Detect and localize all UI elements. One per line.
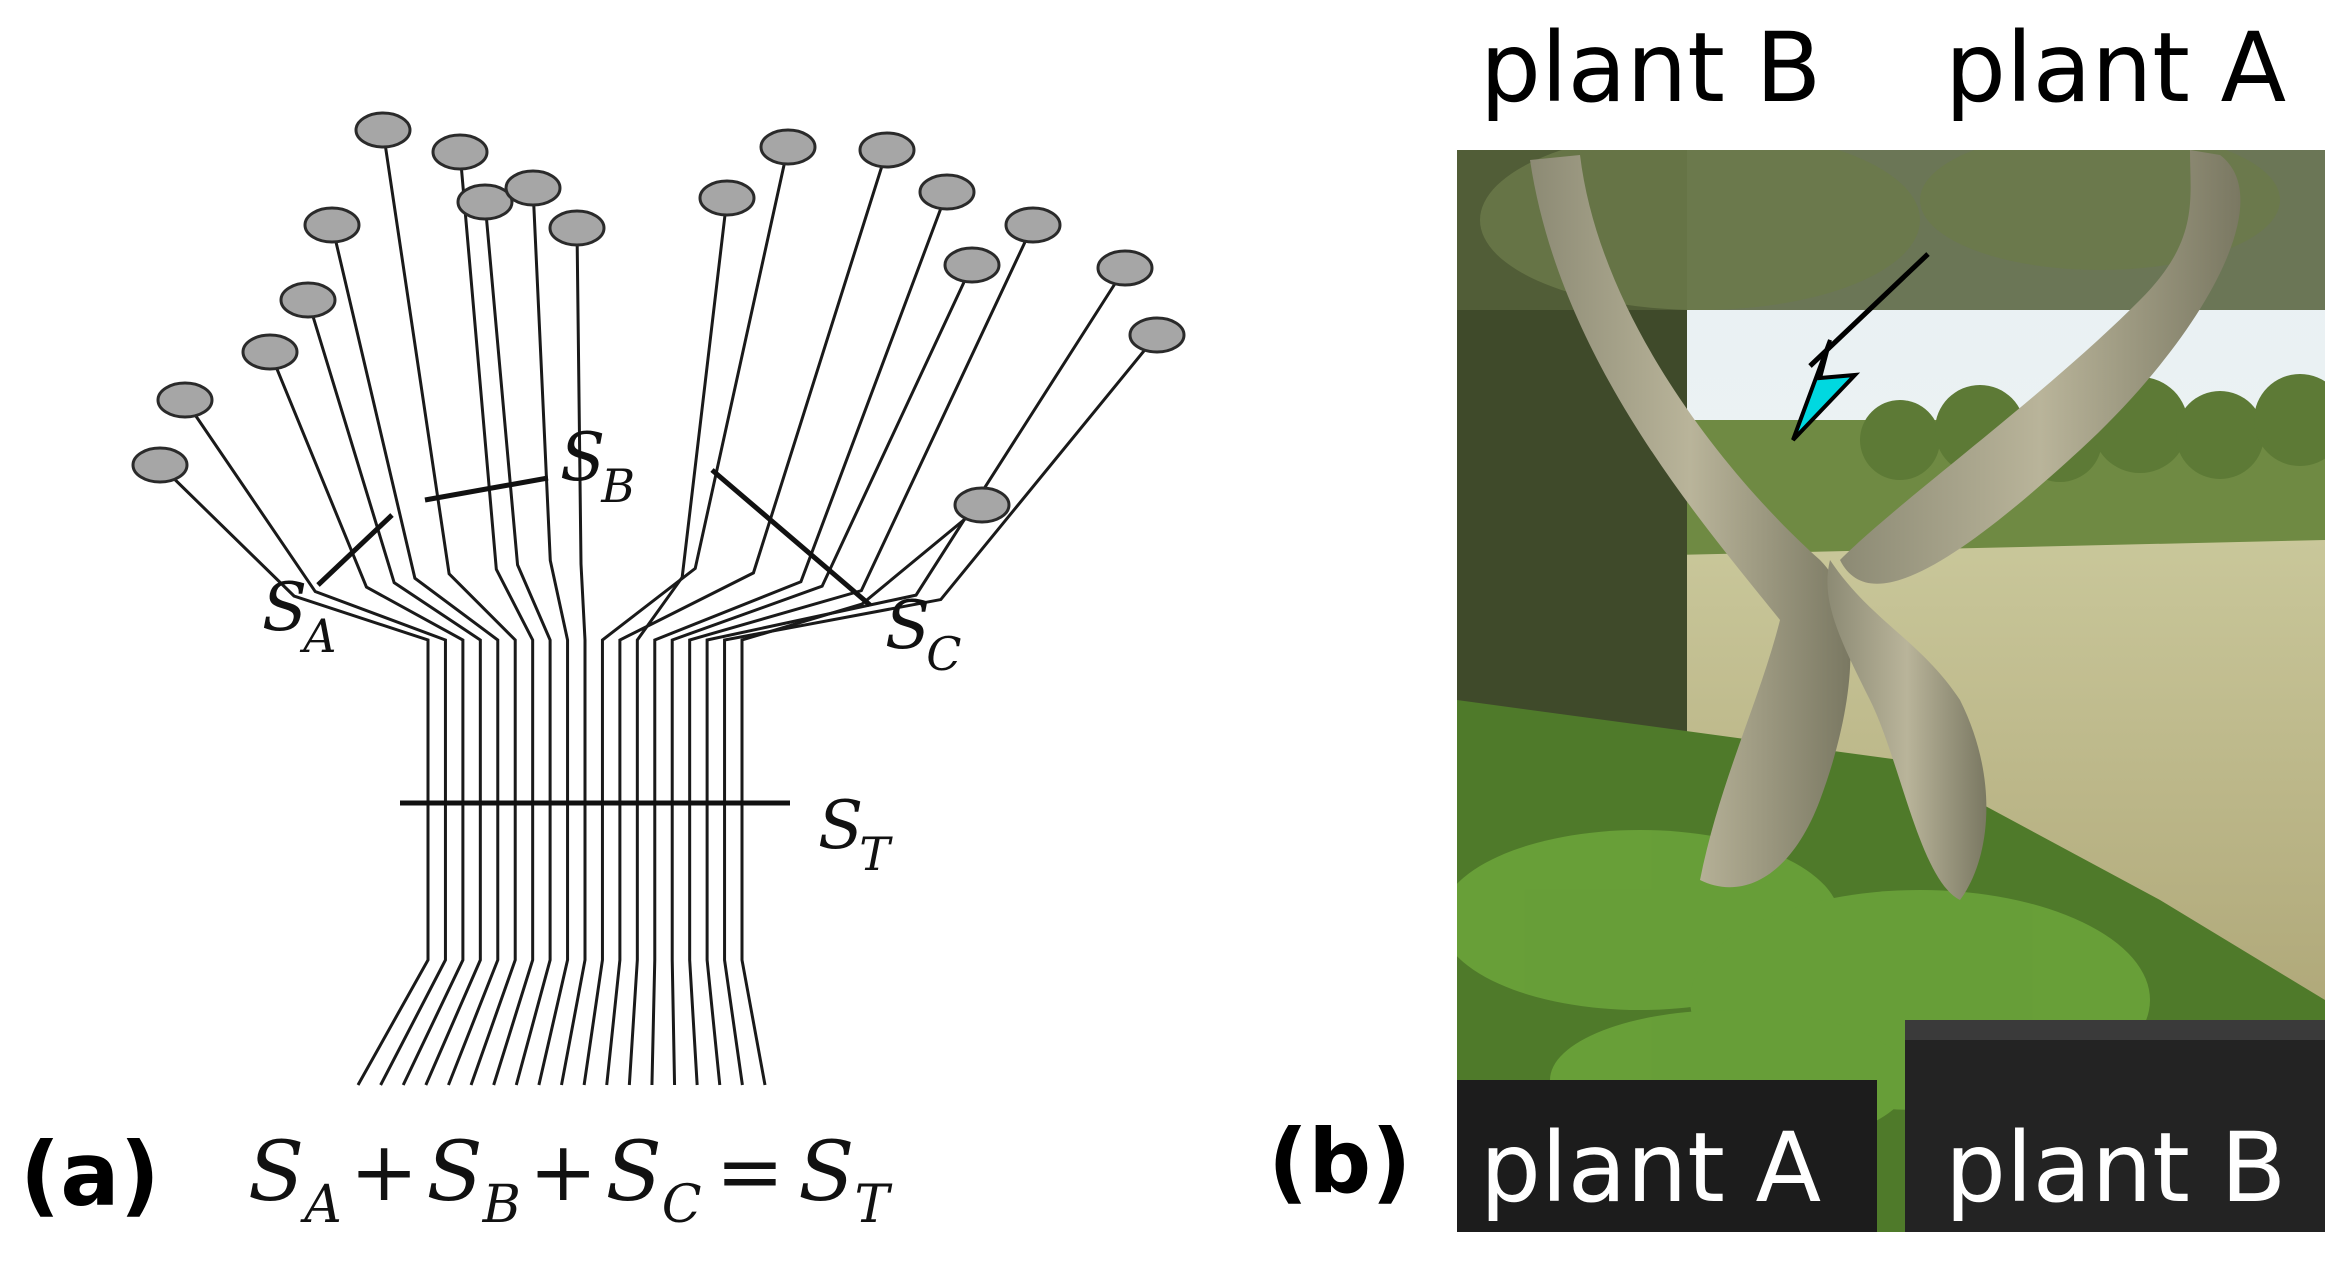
pipe-line xyxy=(483,201,552,1086)
label-sc: SC xyxy=(885,587,961,681)
leaf-icon xyxy=(953,486,1011,524)
leaf-icon xyxy=(1096,249,1154,287)
label-sa: SA xyxy=(262,569,336,663)
leaf-icon xyxy=(131,446,189,484)
pipe-line xyxy=(740,503,983,1086)
leaf-icon xyxy=(504,169,562,207)
label-sb: SB xyxy=(560,419,635,513)
label-bottom-left: plant A xyxy=(1480,1112,1822,1224)
leaf-icon xyxy=(1004,206,1062,244)
pipe-line xyxy=(183,399,447,1086)
panel-label-b: (b) xyxy=(1268,1110,1412,1213)
label-top-left: plant B xyxy=(1480,12,1822,124)
pipe-line xyxy=(723,334,1159,1086)
pipe-line xyxy=(650,191,949,1086)
pipe-line xyxy=(688,224,1035,1086)
leaf-icon xyxy=(156,381,214,419)
equation: SA+SB+SC=ST xyxy=(248,1125,892,1235)
leaf-icon xyxy=(548,209,606,247)
leaf-icon xyxy=(943,246,1001,284)
leaf-group xyxy=(131,111,1186,524)
section-line-sa xyxy=(316,513,394,587)
pipe-line xyxy=(158,463,430,1086)
pipe-bundle xyxy=(158,129,1159,1086)
leaf-icon xyxy=(241,333,299,371)
leaf-icon xyxy=(456,183,514,221)
pipe-line xyxy=(670,264,974,1086)
leaf-icon xyxy=(918,173,976,211)
panel-label-a: (a) xyxy=(20,1123,160,1226)
section-line-sc xyxy=(710,468,872,607)
pipe-line xyxy=(705,267,1127,1086)
section-line-sb xyxy=(424,475,549,503)
pipe-line xyxy=(582,146,790,1086)
leaf-icon xyxy=(858,131,916,169)
photo-illustration xyxy=(1457,150,2325,1232)
photo xyxy=(1457,150,2325,1232)
leaf-icon xyxy=(759,128,817,166)
pipe-line xyxy=(560,227,587,1086)
pipe-line xyxy=(306,299,482,1086)
pipe-model-diagram: SA SB SC ST (a) SA+SB+SC=ST xyxy=(20,111,1186,1235)
leaf-icon xyxy=(303,206,361,244)
pipe-line xyxy=(531,187,570,1086)
pipe-line xyxy=(268,351,465,1086)
leaf-icon xyxy=(431,133,489,171)
leaf-icon xyxy=(698,179,756,217)
pipe-line xyxy=(605,149,889,1086)
label-top-right: plant A xyxy=(1945,12,2287,124)
photo-panel: plant B plant A plant A plant B xyxy=(1400,0,2343,1263)
leaf-icon xyxy=(354,111,412,149)
pipe-line xyxy=(458,151,535,1086)
pipe-line xyxy=(627,197,729,1086)
leaf-icon xyxy=(279,281,337,319)
pipe-line xyxy=(381,129,517,1086)
leaf-icon xyxy=(1128,316,1186,354)
pipe-line xyxy=(330,224,500,1086)
label-bottom-right: plant B xyxy=(1945,1112,2287,1224)
label-st: ST xyxy=(818,787,893,881)
arrow-head xyxy=(1791,339,1861,442)
